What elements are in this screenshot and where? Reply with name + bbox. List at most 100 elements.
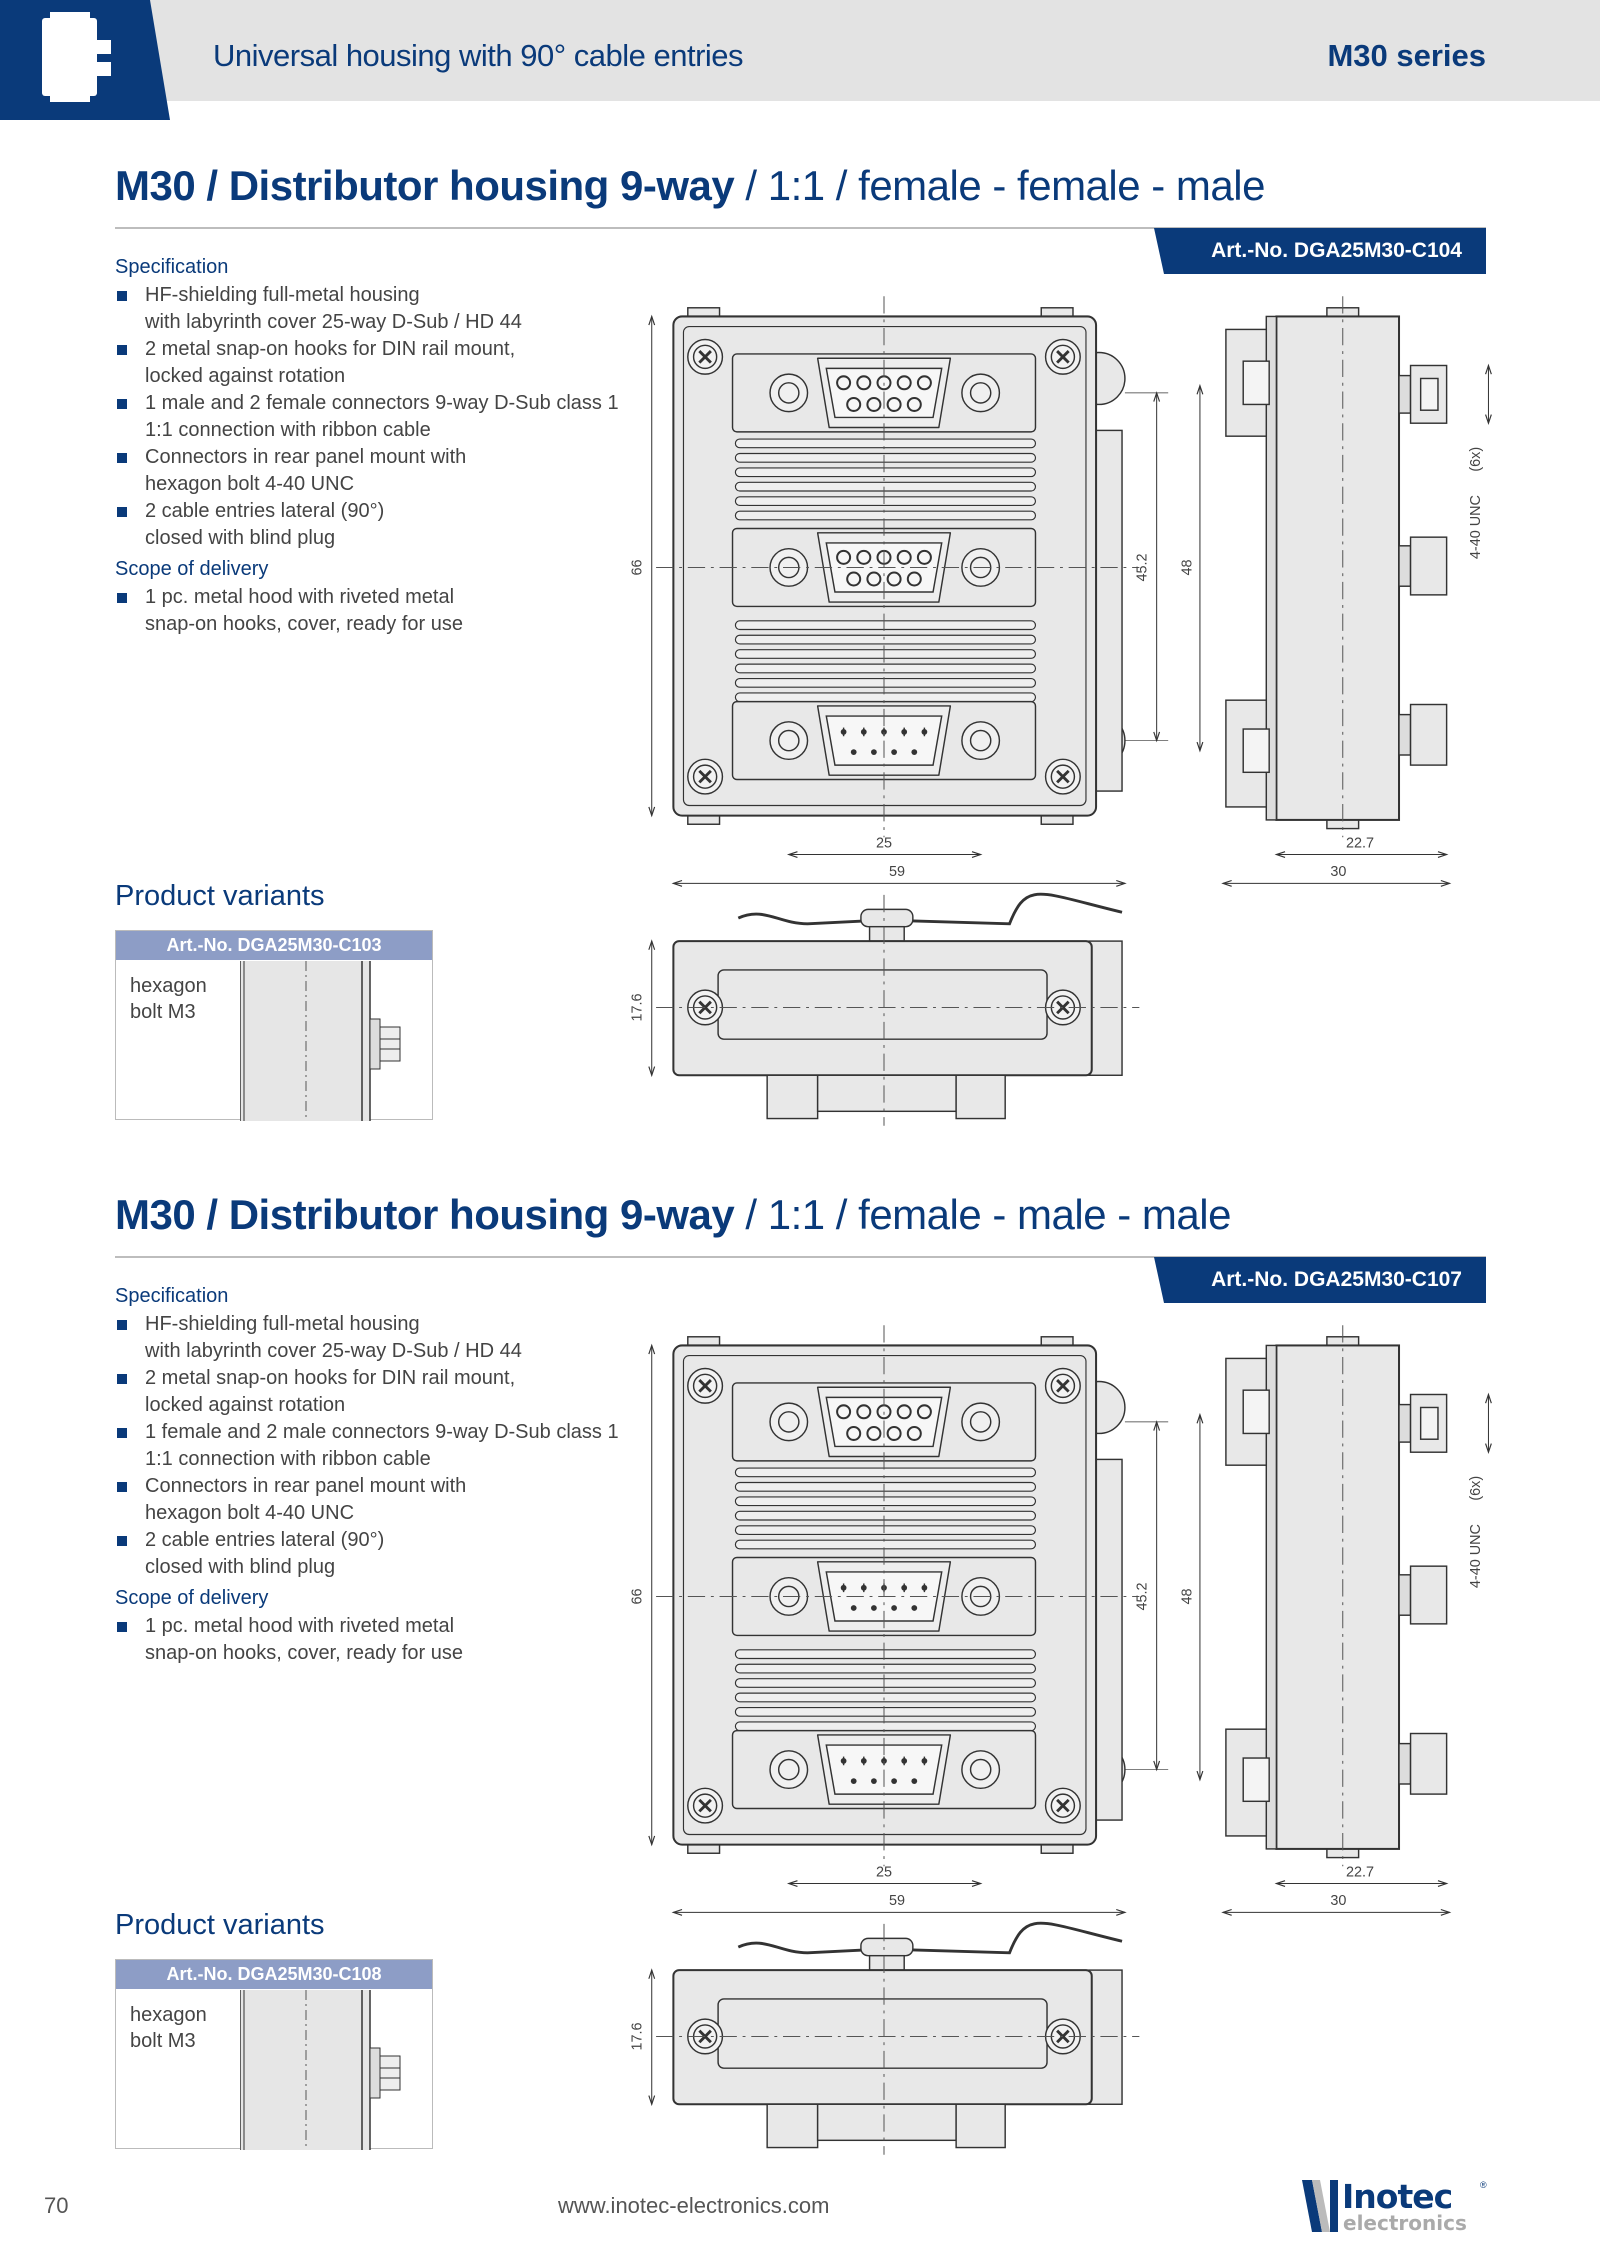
title-bold: M30 / Distributor housing 9-way <box>115 1191 735 1238</box>
screw-icon <box>1044 758 1081 795</box>
dimension-label: 48 <box>1179 559 1195 575</box>
list-item-line: HF-shielding full-metal housing <box>145 284 420 306</box>
divider <box>115 227 1486 229</box>
front-view <box>656 296 1140 838</box>
website-link[interactable]: www.inotec-electronics.com <box>558 2193 830 2218</box>
list-item-line: 2 metal snap-on hooks for DIN rail mount… <box>145 1367 516 1389</box>
screw-icon <box>1044 1367 1081 1404</box>
list-item-line: 2 metal snap-on hooks for DIN rail mount… <box>145 338 516 360</box>
svg-text:®: ® <box>1480 2180 1487 2190</box>
dimension-label: 22.7 <box>1346 835 1374 851</box>
list-item-line: Connectors in rear panel mount with <box>145 446 467 468</box>
variant-table: Art.-No. DGA25M30-C103 hexagon bolt M3 <box>115 930 433 1121</box>
list-item-line: 1:1 connection with ribbon cable <box>145 1448 431 1470</box>
dimension-label: 66 <box>630 559 646 575</box>
page-header: Universal housing with 90° cable entries… <box>0 0 1600 120</box>
bottom-view <box>656 892 1140 1126</box>
variant-description: hexagon bolt M3 <box>130 973 207 1025</box>
spec-list: HF-shielding full-metal housing with laby… <box>115 1311 619 1581</box>
variants-heading: Product variants <box>115 880 325 912</box>
product-title: M30 / Distributor housing 9-way / 1:1 / … <box>115 1191 1231 1239</box>
variant-text-line: hexagon <box>130 2004 207 2026</box>
screw-icon <box>687 1367 724 1404</box>
list-item: 2 metal snap-on hooks for DIN rail mount… <box>115 336 619 390</box>
dimension-label: 59 <box>889 1893 905 1909</box>
dimension-label: 25 <box>876 835 892 851</box>
list-item-line: 2 cable entries lateral (90°) <box>145 500 385 522</box>
product-section: M30 / Distributor housing 9-way / 1:1 / … <box>0 1189 1600 2199</box>
dimension-label: 66 <box>630 1588 646 1604</box>
product-section: M30 / Distributor housing 9-way / 1:1 / … <box>0 160 1600 1170</box>
screw-icon <box>687 1787 724 1824</box>
list-item-line: Connectors in rear panel mount with <box>145 1475 467 1497</box>
list-item-line: with labyrinth cover 25-way D-Sub / HD 4… <box>145 1340 522 1362</box>
divider <box>115 1256 1486 1258</box>
screw-icon <box>687 758 724 795</box>
list-item: 1 pc. metal hood with riveted metal snap-… <box>115 1613 463 1667</box>
spec-list: HF-shielding full-metal housing with laby… <box>115 282 619 552</box>
list-item-line: snap-on hooks, cover, ready for use <box>145 1642 463 1664</box>
list-item: 2 cable entries lateral (90°)closed with… <box>115 1527 619 1581</box>
list-item-line: HF-shielding full-metal housing <box>145 1313 420 1335</box>
dimension-label: 4-40 UNC <box>1468 1524 1484 1588</box>
list-item-line: snap-on hooks, cover, ready for use <box>145 613 463 635</box>
variant-article-number: Art.-No. DGA25M30-C103 <box>116 931 432 960</box>
spec-heading: Specification <box>115 256 229 278</box>
list-item: 1 female and 2 male connectors 9-way D-S… <box>115 1419 619 1473</box>
variants-heading: Product variants <box>115 1909 325 1941</box>
dimension-label: 48 <box>1179 1588 1195 1604</box>
variant-article-number: Art.-No. DGA25M30-C108 <box>116 1960 432 1989</box>
title-light: / 1:1 / female - female - male <box>734 162 1265 209</box>
list-item-line: 1 male and 2 female connectors 9-way D-S… <box>145 392 619 414</box>
dimension-label: 4-40 UNC <box>1468 495 1484 559</box>
bottom-view <box>656 1921 1140 2155</box>
header-title: Universal housing with 90° cable entries <box>213 38 744 73</box>
dimension-label: 30 <box>1330 1893 1346 1909</box>
scope-list: 1 pc. metal hood with riveted metal snap-… <box>115 1613 463 1667</box>
dimension-label: 59 <box>889 864 905 880</box>
list-item-line: locked against rotation <box>145 1394 346 1416</box>
page-number: 70 <box>44 2193 69 2218</box>
list-item-line: 1 pc. metal hood with riveted metal <box>145 1615 455 1637</box>
dimension-label: 30 <box>1330 864 1346 880</box>
screw-icon <box>1044 338 1081 375</box>
variant-drawing <box>240 961 401 1121</box>
dimension-label: 17.6 <box>630 2022 646 2050</box>
side-view <box>1225 1325 1448 1867</box>
housing-icon <box>42 12 111 102</box>
list-item: Connectors in rear panel mount with hexag… <box>115 444 619 498</box>
series-tab <box>0 0 170 120</box>
dimension-label: 17.6 <box>630 993 646 1021</box>
list-item-line: hexagon bolt 4-40 UNC <box>145 1502 355 1524</box>
list-item: Connectors in rear panel mount with hexag… <box>115 1473 619 1527</box>
svg-text:Inotec: Inotec <box>1342 2177 1452 2216</box>
dimension-label: (6x) <box>1468 1476 1484 1501</box>
screw-icon <box>687 338 724 375</box>
list-item: 2 cable entries lateral (90°)closed with… <box>115 498 619 552</box>
title-bold: M30 / Distributor housing 9-way <box>115 162 735 209</box>
list-item: 2 metal snap-on hooks for DIN rail mount… <box>115 1365 619 1419</box>
header-series: M30 series <box>1327 38 1486 73</box>
list-item-line: with labyrinth cover 25-way D-Sub / HD 4… <box>145 311 522 333</box>
dimension-label: 25 <box>876 1864 892 1880</box>
list-item-line: locked against rotation <box>145 365 346 387</box>
list-item-line: 1:1 connection with ribbon cable <box>145 419 431 441</box>
list-item: 1 male and 2 female connectors 9-way D-S… <box>115 390 619 444</box>
svg-text:electronics: electronics <box>1343 2211 1467 2234</box>
variant-text-line: bolt M3 <box>130 1001 196 1023</box>
product-title: M30 / Distributor housing 9-way / 1:1 / … <box>115 162 1265 210</box>
scope-heading: Scope of delivery <box>115 1587 269 1609</box>
dimension-label: (6x) <box>1468 447 1484 472</box>
list-item-line: 2 cable entries lateral (90°) <box>145 1529 385 1551</box>
list-item-line: hexagon bolt 4-40 UNC <box>145 473 355 495</box>
list-item-line: 1 female and 2 male connectors 9-way D-S… <box>145 1421 619 1443</box>
list-item: HF-shielding full-metal housing with laby… <box>115 282 619 336</box>
dimension-label: 22.7 <box>1346 1864 1374 1880</box>
variant-text-line: hexagon <box>130 975 207 997</box>
scope-heading: Scope of delivery <box>115 558 269 580</box>
